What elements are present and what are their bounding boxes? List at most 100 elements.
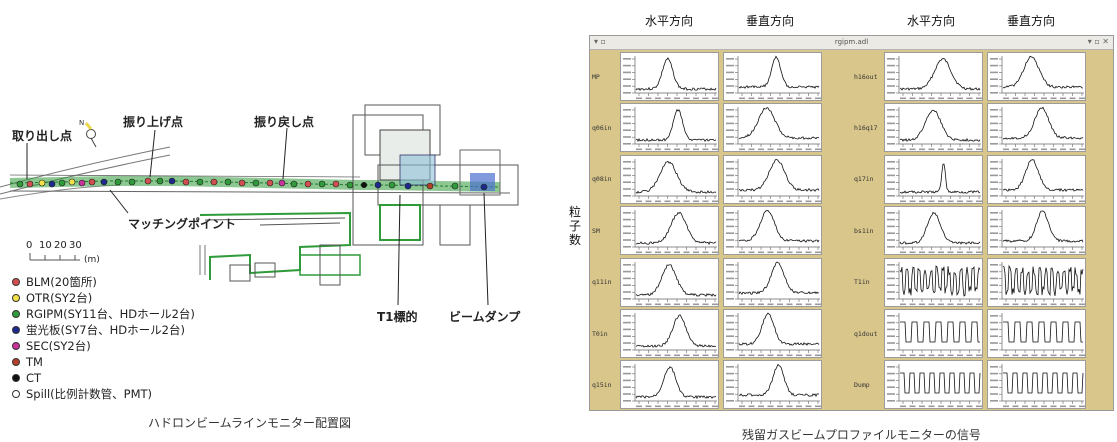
profile-trace xyxy=(726,107,821,151)
row-label: q1dout xyxy=(854,329,878,338)
scale-tick-0: 0 xyxy=(26,240,33,251)
col-header-1: 水平方向 xyxy=(645,14,694,28)
left-caption: ハドロンビームラインモニター配置図 xyxy=(148,416,352,430)
profile-trace xyxy=(990,55,1085,100)
row-label: T0in xyxy=(592,329,608,338)
row-label: h16q17 xyxy=(854,123,878,132)
profile-plot xyxy=(620,52,719,101)
row-label: bs1in xyxy=(854,226,874,235)
magenta-dot-icon xyxy=(12,342,20,350)
white-dot-icon xyxy=(12,390,20,398)
profile-plot xyxy=(620,309,719,358)
profile-plot xyxy=(723,103,822,153)
scale-tick-10: 10 xyxy=(39,240,52,251)
legend-item-tm: TM xyxy=(12,354,195,370)
profile-trace xyxy=(623,261,718,305)
profile-trace xyxy=(726,158,821,202)
profile-trace xyxy=(990,158,1085,202)
profile-plot xyxy=(884,206,983,256)
profile-trace xyxy=(887,210,982,254)
row-label: q17in xyxy=(854,175,874,184)
window-menu-icon[interactable]: ▾ ▫ xyxy=(594,37,606,46)
brown-dot-icon xyxy=(12,358,20,366)
legend-item-spill: Spill(比例計数管、PMT) xyxy=(12,386,195,402)
t1-target-label: T1標的 xyxy=(377,310,418,324)
profile-plot xyxy=(884,154,983,204)
profile-plot xyxy=(987,360,1086,410)
profile-plot xyxy=(987,257,1086,307)
profile-plot xyxy=(723,154,822,204)
scale-tick-30: 30 xyxy=(69,240,82,251)
north-arrow-icon: N xyxy=(79,119,97,148)
profile-trace xyxy=(990,106,1085,151)
profile-plot xyxy=(987,309,1086,358)
row-label: MP xyxy=(592,72,600,81)
profile-plot xyxy=(620,360,719,410)
kick-back-point-label: 振り戻し点 xyxy=(254,115,315,129)
scale-unit: (m) xyxy=(84,255,100,265)
profile-plot xyxy=(884,52,983,101)
row-label: T1in xyxy=(854,278,870,287)
profile-trace xyxy=(726,261,821,305)
red-dot-icon xyxy=(12,278,20,286)
blue-dot-icon xyxy=(12,326,20,334)
scale-tick-20: 20 xyxy=(54,240,67,251)
legend-item-screen: 蛍光板(SY7台、HDホール2台) xyxy=(12,322,195,338)
profile-plot xyxy=(620,206,719,256)
col-header-2: 垂直方向 xyxy=(746,14,795,28)
yellow-dot-icon xyxy=(12,294,20,302)
profile-trace xyxy=(887,261,982,305)
window-title: rgipm.adl xyxy=(834,38,869,46)
profile-trace xyxy=(990,210,1085,254)
profile-plot xyxy=(723,257,822,307)
profile-plot xyxy=(620,103,719,153)
profile-trace xyxy=(726,312,821,357)
rgipm-window: ▾ ▫ rgipm.adl ▾ ▫ ✕ MP h16out q06in h16q17 q… xyxy=(589,35,1114,411)
scale-bar xyxy=(29,253,80,261)
profile-trace xyxy=(887,364,982,408)
profile-plot xyxy=(987,206,1086,256)
profile-trace xyxy=(726,55,821,100)
profile-plot xyxy=(723,309,822,358)
row-label: q11in xyxy=(592,278,612,287)
col-header-3: 水平方向 xyxy=(907,14,956,28)
profile-plot xyxy=(620,257,719,307)
profile-trace xyxy=(726,210,821,254)
profile-trace xyxy=(623,313,718,357)
profile-plot xyxy=(987,154,1086,204)
profile-trace xyxy=(990,261,1085,305)
row-label: q15in xyxy=(592,380,612,389)
profile-trace xyxy=(887,158,982,202)
extraction-point-label: 取り出し点 xyxy=(12,129,73,143)
matching-point-label: マッチングポイント xyxy=(128,217,237,231)
profile-plot xyxy=(884,309,983,358)
profile-trace xyxy=(887,56,982,100)
beam-dump-label: ビームダンプ xyxy=(449,310,521,324)
legend-item-blm: BLM(20箇所) xyxy=(12,274,195,290)
green-dot-icon xyxy=(12,310,20,318)
y-axis-label: 粒子数 xyxy=(568,205,581,247)
profile-trace xyxy=(887,107,982,151)
profile-trace xyxy=(990,364,1085,408)
profile-trace xyxy=(990,313,1085,357)
legend-item-sec: SEC(SY2台) xyxy=(12,338,195,354)
col-header-4: 垂直方向 xyxy=(1007,14,1056,28)
profile-plot xyxy=(884,257,983,307)
legend: BLM(20箇所) OTR(SY2台) RGIPM(SY11台、HDホール2台)… xyxy=(12,274,195,402)
window-titlebar[interactable]: ▾ ▫ rgipm.adl ▾ ▫ ✕ xyxy=(590,36,1113,50)
profile-plot xyxy=(723,360,822,410)
right-caption: 残留ガスビームプロファイルモニターの信号 xyxy=(742,428,981,442)
row-label: q06in xyxy=(592,123,612,132)
legend-item-ct: CT xyxy=(12,370,195,386)
profile-trace xyxy=(623,364,718,408)
profile-trace xyxy=(623,107,718,151)
row-label: q08in xyxy=(592,175,612,184)
window-controls-icon[interactable]: ▾ ▫ ✕ xyxy=(1087,37,1109,46)
row-label: h16out xyxy=(854,72,878,81)
legend-item-rgipm: RGIPM(SY11台、HDホール2台) xyxy=(12,306,195,322)
profile-plot xyxy=(884,103,983,153)
beamline-layout-map: N xyxy=(0,104,519,306)
row-label: SM xyxy=(592,226,600,235)
kick-up-point-label: 振り上げ点 xyxy=(123,115,184,129)
